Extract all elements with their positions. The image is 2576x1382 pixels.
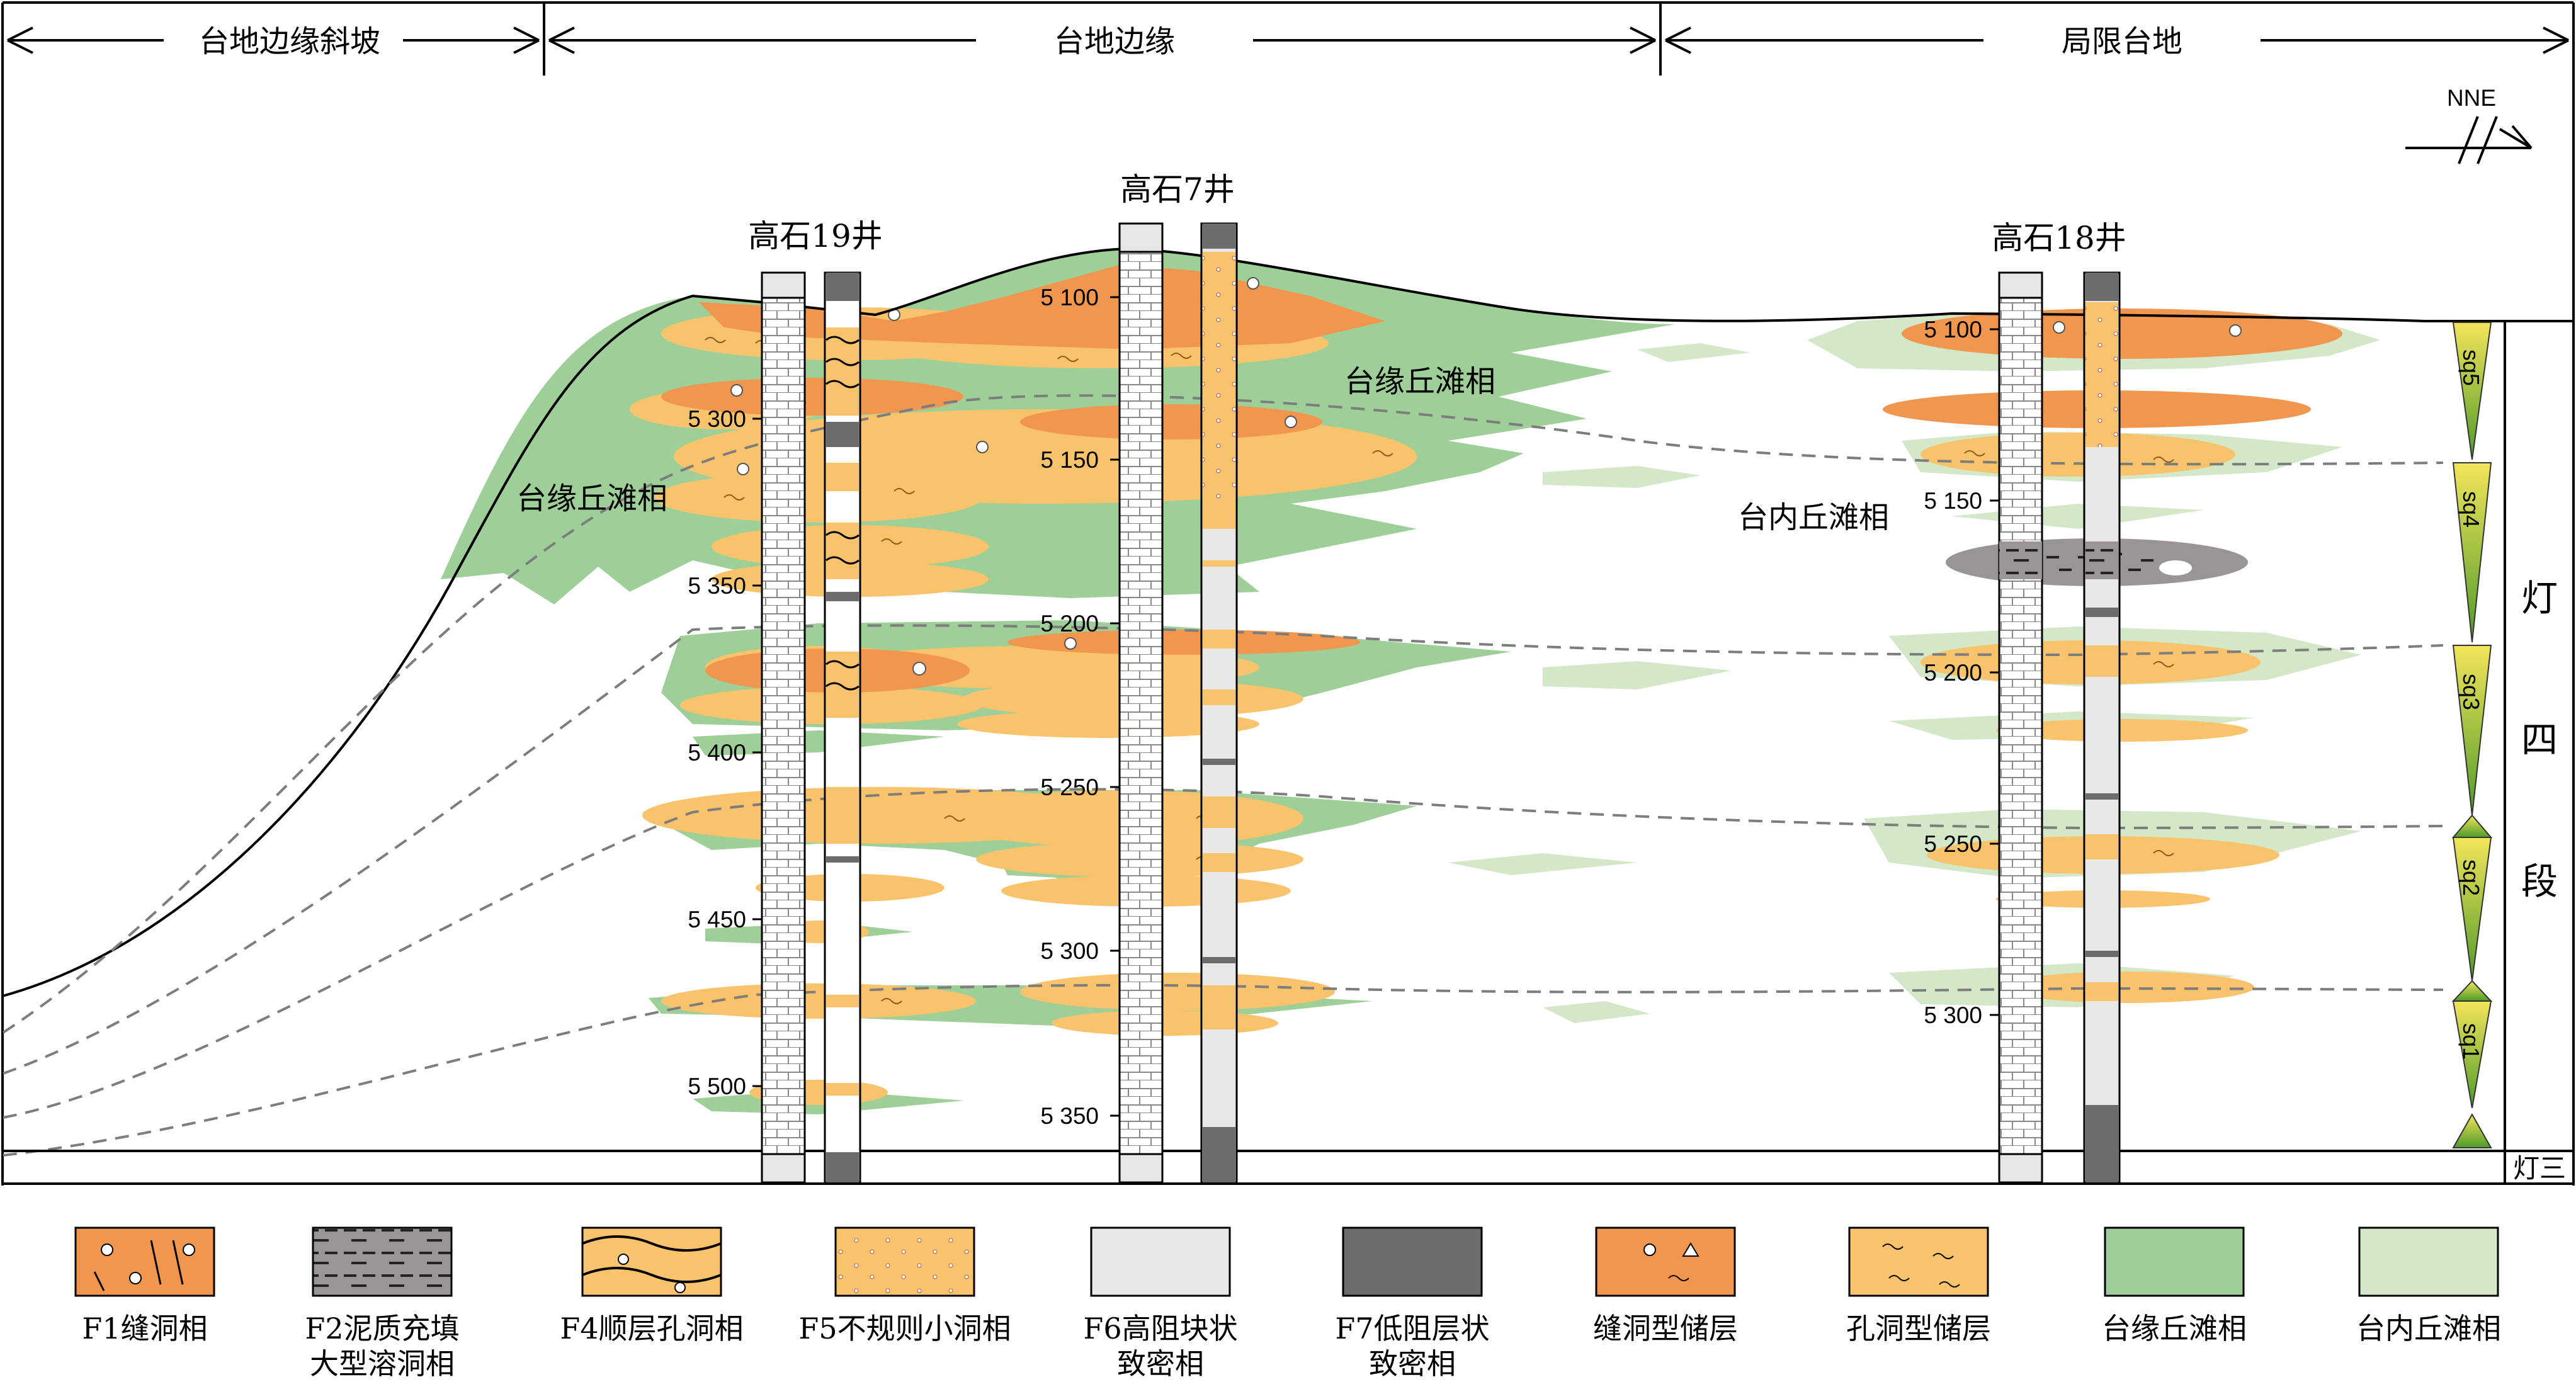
sequence-label: sq3 <box>2458 674 2484 710</box>
depth-tick-label: 5 200 <box>1924 660 1982 686</box>
depth-tick-label: 5 150 <box>1040 447 1099 473</box>
well-gaoshi7: 高石7井 5 100 5 150 5 200 5 250 5 300 5 350 <box>1040 171 1238 1184</box>
strata-label-char: 四 <box>2521 718 2558 761</box>
legend-label: F5不规则小洞相 <box>798 1311 1011 1345</box>
depth-tick-label: 5 350 <box>688 573 746 599</box>
sequence-label: sq4 <box>2458 491 2484 528</box>
facies-label-inner: 台内丘滩相 <box>1738 500 1889 535</box>
depth-tick-label: 5 250 <box>1040 774 1099 800</box>
well-gaoshi19: 高石19井 5 300 5 350 5 400 5 450 5 500 <box>688 218 883 1184</box>
legend-label: F7低阻层状 <box>1335 1311 1489 1345</box>
legend-item-fracture-reservoir: 缝洞型储层 <box>1593 1226 1738 1345</box>
legend-label: 台缘丘滩相 <box>2102 1311 2247 1345</box>
legend-item-f2: F2泥质充填 大型溶洞相 <box>305 1226 460 1381</box>
yellow-dotted-icon <box>834 1226 975 1297</box>
dark-green-swatch-icon <box>2104 1226 2245 1297</box>
depth-tick-label: 5 350 <box>1040 1103 1099 1129</box>
well-name: 高石7井 <box>1120 171 1235 208</box>
light-gray-box-icon <box>1090 1226 1231 1297</box>
depth-tick-label: 5 500 <box>688 1073 746 1099</box>
depth-tick-label: 5 100 <box>1040 285 1099 310</box>
legend-label: F2泥质充填 <box>305 1311 459 1345</box>
legend-item-f4: F4顺层孔洞相 <box>560 1226 744 1345</box>
orange-fracture-vug-icon <box>74 1226 215 1297</box>
zone-label-slope: 台地边缘斜坡 <box>199 24 380 59</box>
sequence-triangle-sq1 <box>2452 1000 2492 1109</box>
legend-item-f5: F5不规则小洞相 <box>798 1226 1011 1345</box>
sequence-label: sq2 <box>2458 859 2484 896</box>
depth-tick-label: 5 400 <box>688 740 746 766</box>
legend-item-inner-facies: 台内丘滩相 <box>2356 1226 2501 1345</box>
legend-label: 缝洞型储层 <box>1593 1311 1738 1345</box>
legend-label: 致密相 <box>1117 1347 1204 1381</box>
legend-item-vug-reservoir: 孔洞型储层 <box>1846 1226 1991 1345</box>
sequence-triangle-sq2 <box>2452 837 2492 982</box>
legend-label: 大型溶洞相 <box>310 1347 455 1381</box>
legend-label: F1缝洞相 <box>82 1311 207 1345</box>
depth-tick-label: 5 100 <box>1924 317 1982 343</box>
sequence-boundaries <box>2 394 2444 1157</box>
yellow-reservoir-icon <box>1848 1226 1989 1297</box>
legend-label: 致密相 <box>1369 1347 1456 1381</box>
legend-label: 孔洞型储层 <box>1846 1311 1991 1345</box>
sequence-label: sq5 <box>2458 349 2484 386</box>
legend-item-f6: F6高阻块状 致密相 <box>1083 1226 1238 1381</box>
legend-label: F6高阻块状 <box>1083 1311 1237 1345</box>
depth-tick-label: 5 150 <box>1924 488 1982 514</box>
strata-label-char: 段 <box>2521 860 2558 903</box>
well-name: 高石19井 <box>748 218 883 254</box>
facies-label-rim-left: 台缘丘滩相 <box>516 481 667 516</box>
header-bar: 台地边缘斜坡 台地边缘 局限台地 <box>1 1 2575 1186</box>
sequence-triangle-sq3 <box>2452 645 2492 816</box>
light-green-swatch-icon <box>2358 1226 2499 1297</box>
zone-label-restricted: 局限台地 <box>2062 24 2182 59</box>
sequence-column: sq5 sq4 sq3 sq2 sq1 <box>2451 322 2493 1148</box>
north-arrow-label: NNE <box>2447 85 2496 111</box>
sequence-label: sq1 <box>2458 1023 2484 1060</box>
depth-tick-label: 5 200 <box>1040 611 1099 637</box>
orange-reservoir-icon <box>1595 1226 1736 1297</box>
depth-tick-label: 5 300 <box>1924 1002 1982 1028</box>
well-name: 高石18井 <box>1992 220 2126 256</box>
depth-tick-label: 5 250 <box>1924 831 1982 857</box>
sequence-triangle-sq4 <box>2452 462 2492 643</box>
legend-label: F4顺层孔洞相 <box>560 1311 743 1345</box>
yellow-wavy-vug-icon <box>581 1226 722 1297</box>
wavy-vug-marks <box>705 337 2174 1004</box>
facies-label-rim-mid: 台缘丘滩相 <box>1344 364 1495 399</box>
depth-tick-label: 5 300 <box>688 406 746 432</box>
legend-item-f1: F1缝洞相 <box>74 1226 215 1345</box>
strata-label-char: 灯 <box>2521 577 2558 620</box>
gray-mud-dash-icon <box>312 1226 453 1297</box>
north-arrow-icon: NNE <box>2405 85 2533 164</box>
legend: F1缝洞相 F2泥质充填 大型溶洞相 F4顺层孔洞相 F5不规则小洞相 F6高阻… <box>74 1226 2501 1381</box>
well-gaoshi18: 高石18井 5 100 5 150 5 200 5 250 5 300 <box>1924 220 2126 1184</box>
depth-tick-label: 5 450 <box>688 907 746 932</box>
legend-label: 台内丘滩相 <box>2356 1311 2501 1345</box>
legend-item-f7: F7低阻层状 致密相 <box>1335 1226 1490 1381</box>
depth-tick-label: 5 300 <box>1040 938 1099 964</box>
strata-label-dengsan: 灯三 <box>2513 1153 2566 1183</box>
dark-gray-box-icon <box>1342 1226 1483 1297</box>
legend-item-rim-facies: 台缘丘滩相 <box>2102 1226 2247 1345</box>
sequence-triangle-sq5 <box>2452 322 2492 460</box>
zone-label-margin: 台地边缘 <box>1054 24 1175 59</box>
